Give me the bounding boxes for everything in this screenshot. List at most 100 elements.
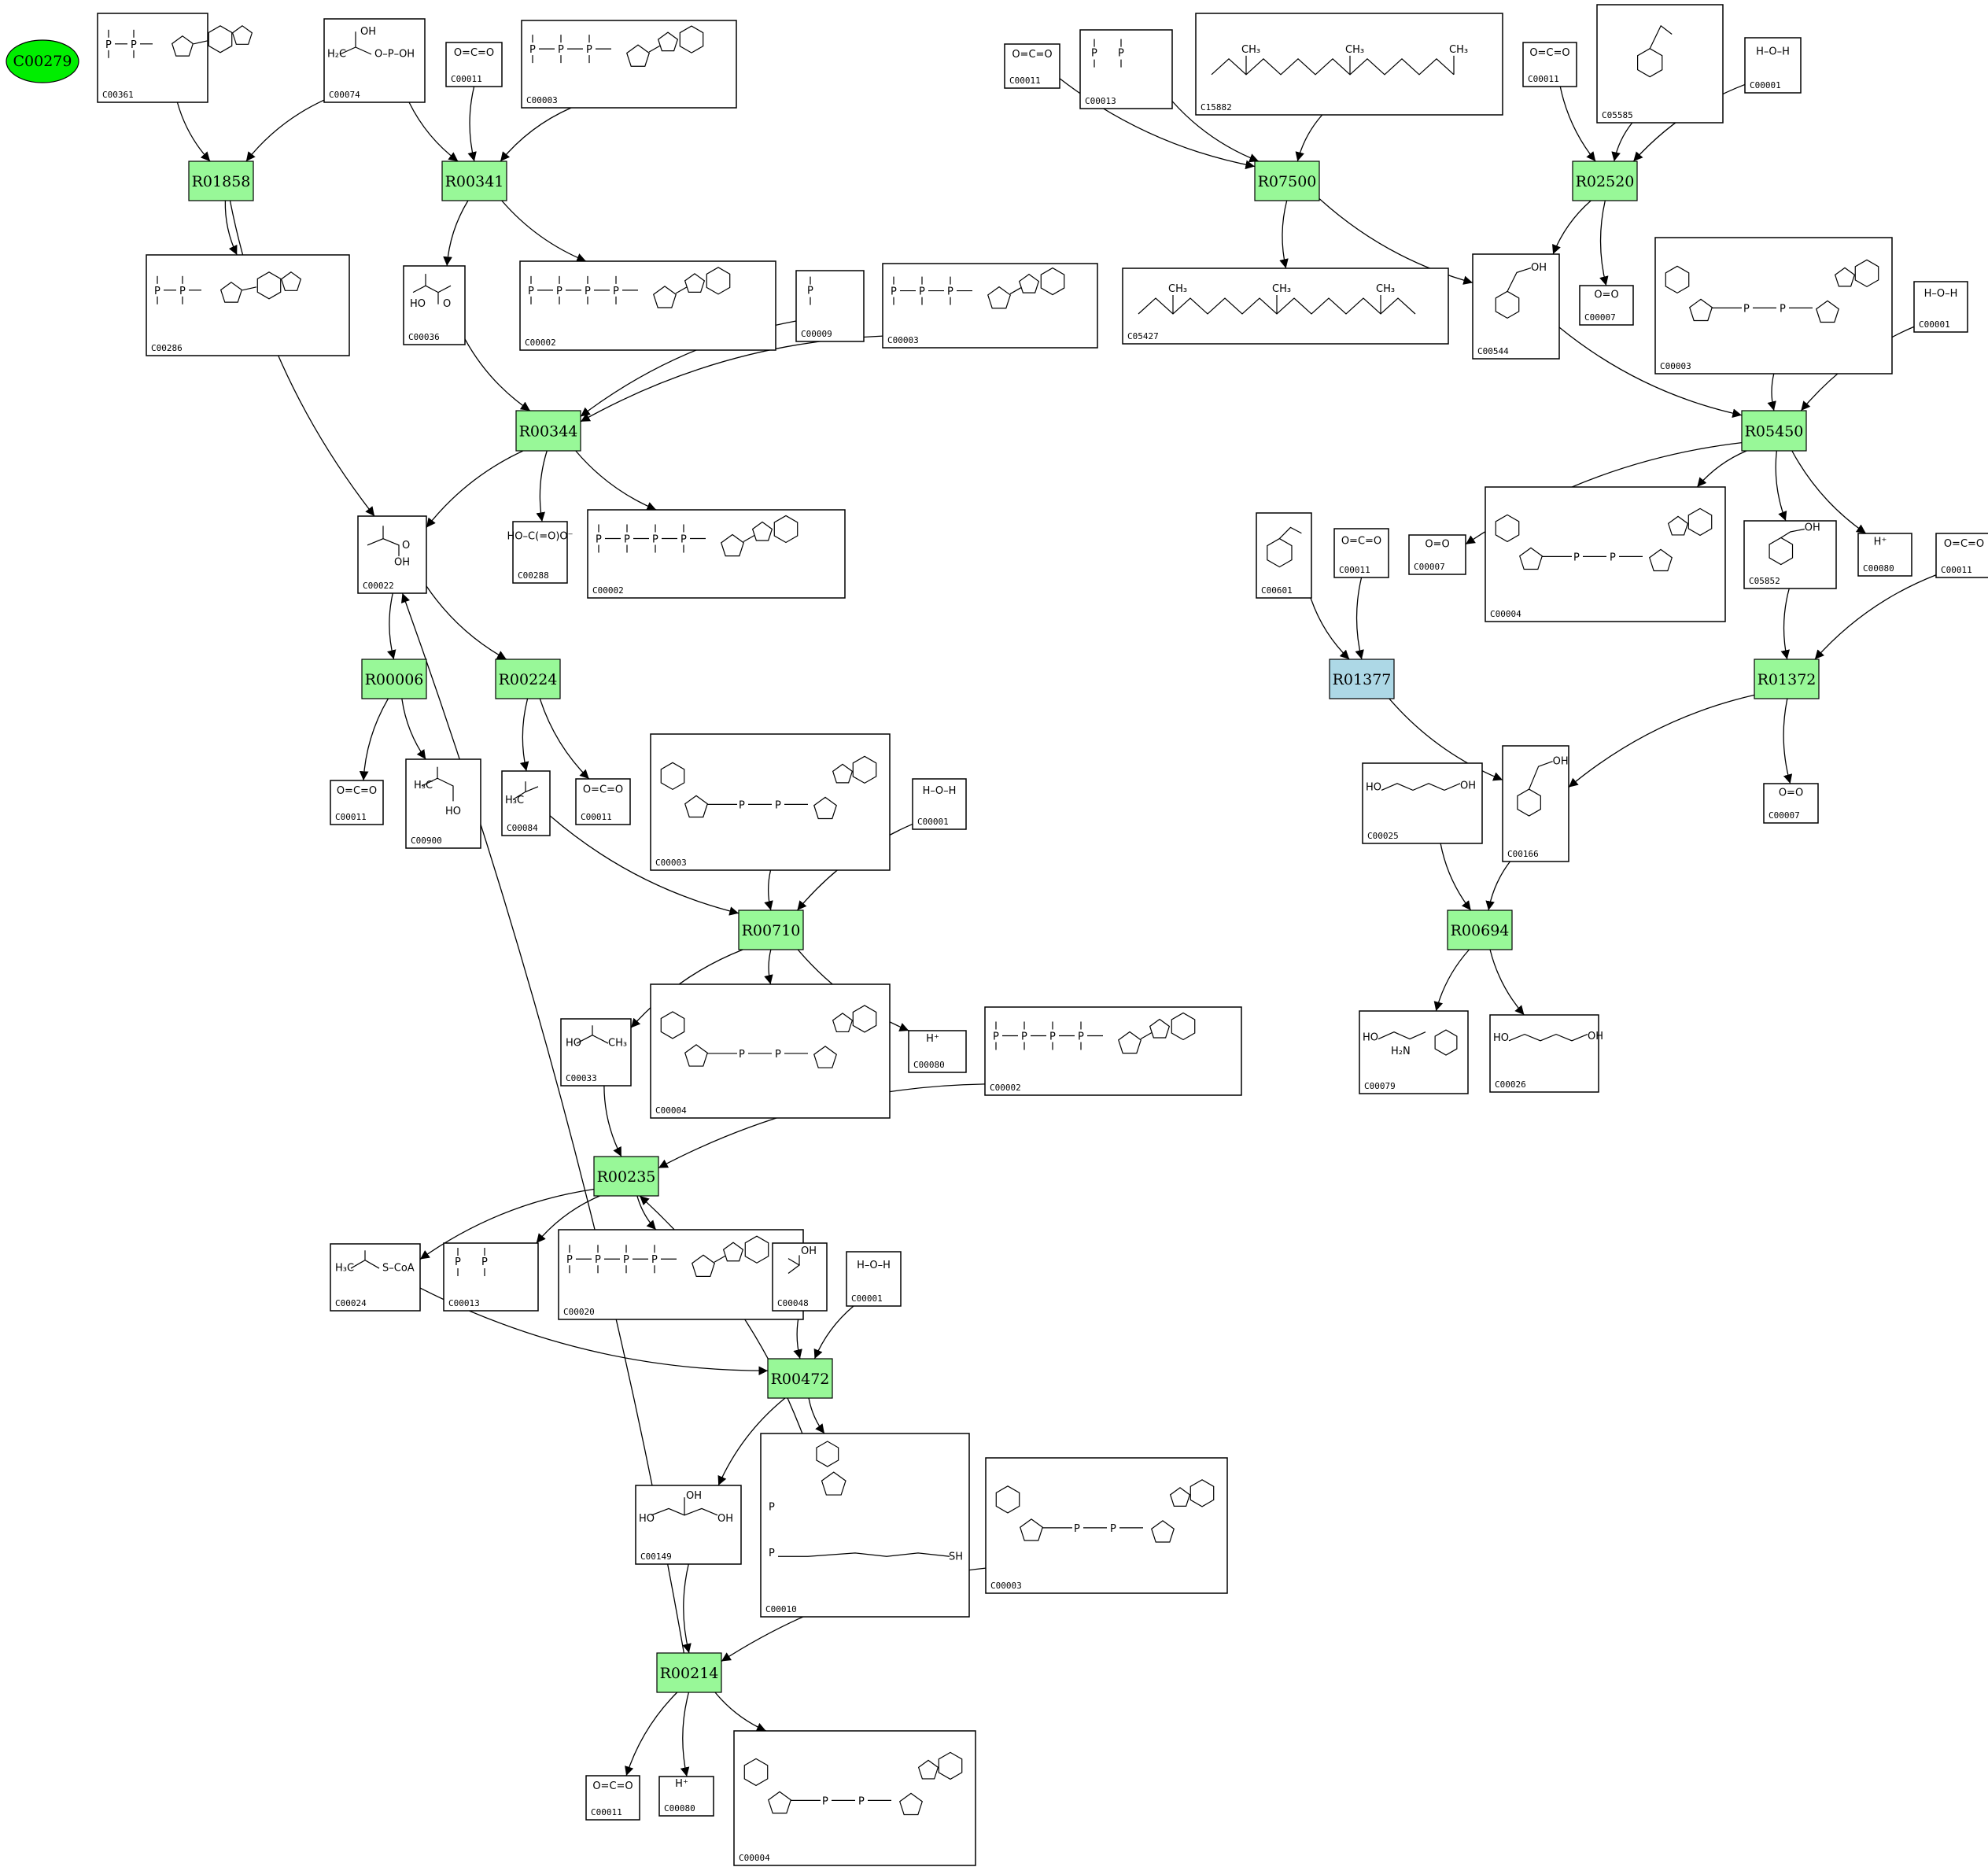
svg-text:P: P: [769, 1548, 775, 1559]
reaction-node[interactable]: R00710: [738, 910, 804, 950]
compound-id-label: C00288: [518, 570, 549, 581]
reaction-node[interactable]: R00224: [495, 659, 561, 699]
svg-text:HO: HO: [1363, 1031, 1378, 1043]
reaction-node[interactable]: R02520: [1572, 161, 1638, 201]
compound-node[interactable]: C05585: [1596, 4, 1724, 124]
svg-text:P: P: [1118, 48, 1124, 60]
compound-id-label: C00004: [1490, 609, 1521, 619]
compound-id-label: C00003: [990, 1581, 1022, 1591]
reaction-node[interactable]: R05450: [1741, 410, 1807, 452]
compound-id-label: C00009: [801, 329, 832, 339]
reaction-node[interactable]: R00235: [593, 1156, 659, 1197]
reaction-node[interactable]: R00694: [1447, 910, 1513, 950]
compound-id-label: C00033: [566, 1073, 597, 1083]
reaction-node[interactable]: R00006: [361, 659, 427, 699]
reaction-node[interactable]: R00341: [441, 161, 507, 201]
svg-text:P: P: [1074, 1523, 1080, 1535]
reaction-id-label: R00694: [1451, 922, 1510, 939]
reaction-node[interactable]: R01858: [188, 161, 254, 201]
compound-node[interactable]: H⁺C00080: [908, 1030, 967, 1073]
reaction-node[interactable]: R00344: [515, 410, 581, 452]
reaction-node[interactable]: R00472: [767, 1358, 833, 1399]
reaction-node[interactable]: R00214: [656, 1652, 722, 1693]
svg-text:P: P: [585, 286, 591, 297]
compound-structure: H⁺: [926, 1033, 939, 1045]
reaction-edge: [443, 200, 469, 267]
svg-text:CH₃: CH₃: [1272, 283, 1291, 295]
svg-text:HO: HO: [639, 1513, 655, 1525]
reaction-edge: [387, 592, 396, 660]
reaction-node[interactable]: R01377: [1329, 659, 1395, 699]
compound-id-label: C00007: [1414, 562, 1445, 572]
svg-text:H₃C: H₃C: [335, 1263, 354, 1275]
svg-text:O=C=O: O=C=O: [454, 47, 494, 59]
compound-node[interactable]: C00601: [1256, 512, 1312, 599]
reaction-node[interactable]: R01372: [1754, 659, 1820, 699]
compound-id-label: C00022: [363, 581, 394, 591]
reaction-node[interactable]: R07500: [1254, 161, 1320, 201]
compound-id-label: C00025: [1367, 831, 1399, 841]
compound-node[interactable]: H⁺C00080: [658, 1776, 714, 1817]
compound-id-label: C00001: [1750, 80, 1781, 90]
reaction-id-label: R01377: [1333, 671, 1392, 688]
compound-id-label: C00011: [581, 812, 612, 822]
svg-text:P: P: [651, 1254, 658, 1266]
compound-node[interactable]: H⁺C00080: [1857, 533, 1912, 577]
start-compound-node[interactable]: C00279: [6, 39, 79, 83]
svg-text:P: P: [858, 1795, 865, 1807]
compound-node[interactable]: HO–C(=O)O⁻C00288: [507, 521, 574, 584]
